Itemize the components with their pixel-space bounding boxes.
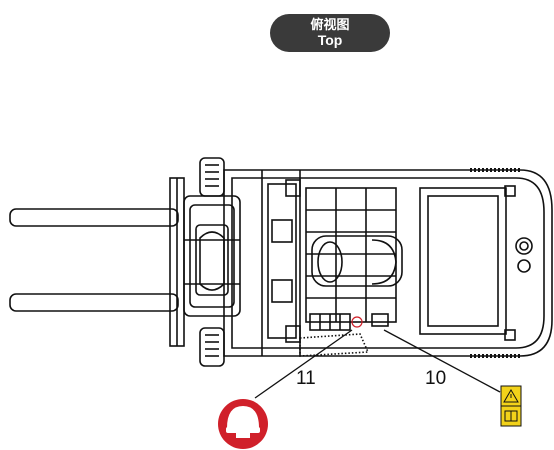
- warning-label-icon: [500, 385, 522, 427]
- right-fork: [9, 293, 179, 312]
- view-label-cn: 俯视图: [310, 18, 350, 33]
- view-label-en: Top: [317, 32, 343, 48]
- chassis-body: [223, 169, 553, 357]
- operator-seat: [311, 235, 403, 287]
- front-left-tyre: [199, 157, 225, 197]
- callout-number-10: 10: [425, 368, 446, 389]
- counterweight: [419, 187, 533, 335]
- head-protection-icon: [218, 399, 268, 449]
- front-right-tyre: [199, 327, 225, 367]
- left-fork: [9, 208, 179, 227]
- callout-11-leader: [254, 329, 353, 399]
- callout-10-leader: [383, 329, 501, 393]
- view-label-badge: 俯视图 Top: [270, 14, 390, 52]
- callout-number-11: 11: [296, 368, 316, 389]
